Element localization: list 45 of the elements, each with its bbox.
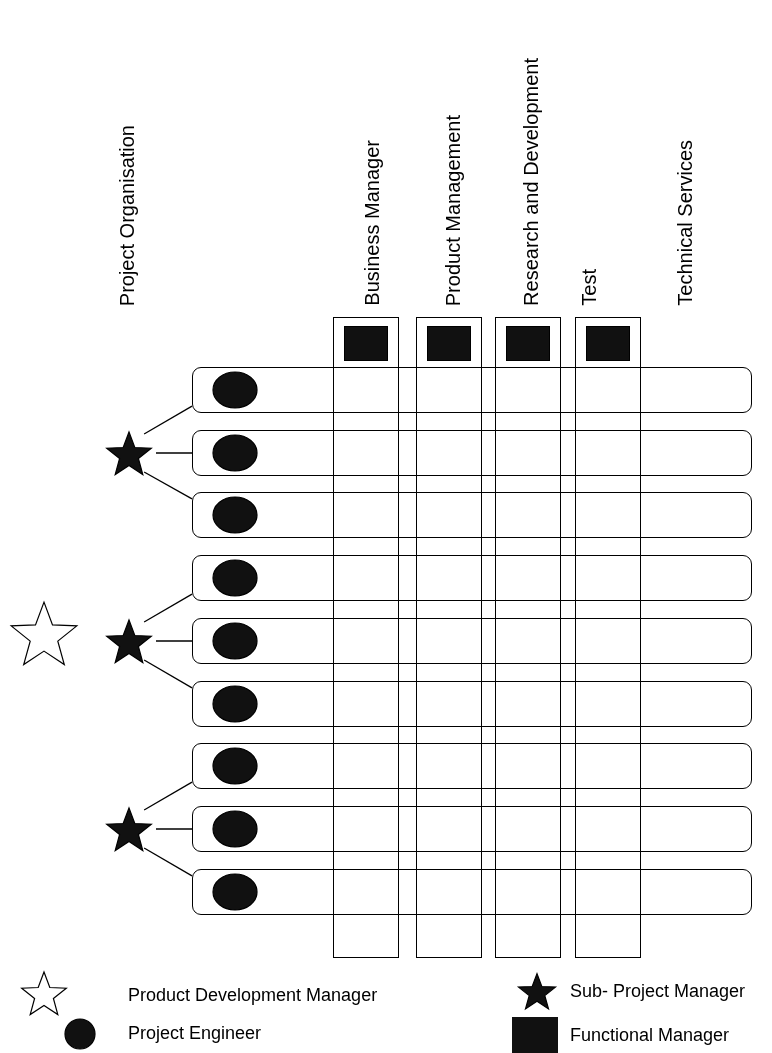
connector-line [155,828,193,830]
square-symbol [586,326,630,361]
column-box [333,317,399,958]
ellipse-symbol [212,434,258,472]
connector-line [143,781,193,811]
row-box [192,367,752,413]
legend-text: Sub- Project Manager [570,980,746,1002]
ellipse-symbol [212,685,258,723]
legend-text: Project Engineer [128,1022,262,1044]
row-box [192,430,752,476]
column-heading: Business Manager [361,140,383,306]
column-heading: Project Organisation [116,124,138,306]
connector-line [143,659,193,689]
connector-line [155,452,193,454]
column-heading: Technical Services [674,140,696,306]
row-box [192,618,752,664]
ellipse-symbol [212,622,258,660]
connector-line [155,640,193,642]
column-box [575,317,641,958]
row-box [192,869,752,915]
row-box [192,743,752,789]
column-heading: Test [578,269,600,306]
square-symbol [344,326,388,361]
square-symbol [427,326,471,361]
ellipse-symbol [212,873,258,911]
row-box [192,806,752,852]
ellipse-symbol [212,371,258,409]
ellipse-symbol [212,496,258,534]
legend-text: Product Development Manager [128,984,378,1006]
connector-line [143,471,193,500]
column-box [416,317,482,958]
row-box [192,555,752,601]
ellipse-symbol [212,747,258,785]
connector-line [143,405,193,435]
row-box [192,492,752,538]
row-box [192,681,752,727]
connector-line [143,593,193,623]
column-heading: Product Management [442,114,464,306]
ellipse-symbol [212,810,258,848]
square-symbol [506,326,550,361]
ellipse-symbol [212,559,258,597]
column-box [495,317,561,958]
column-heading: Research and Development [520,58,542,306]
legend-text: Functional Manager [570,1024,730,1046]
connector-line [143,847,193,877]
